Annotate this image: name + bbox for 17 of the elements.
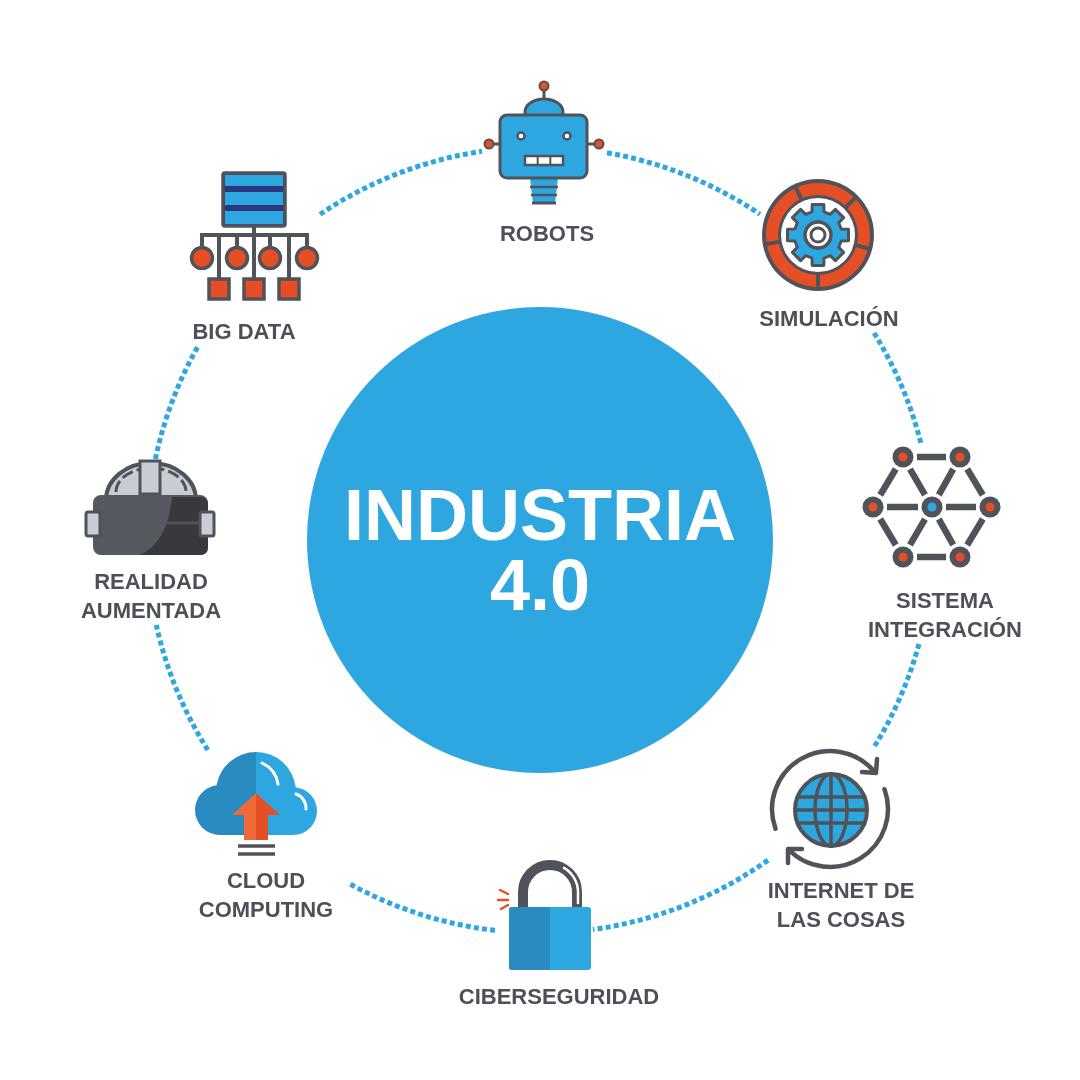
dotted-connector [346,880,496,933]
hub-title: INDUSTRIA 4.0 [343,480,737,620]
node-label: BIG DATA [192,318,296,346]
dotted-connector [318,148,483,217]
node-label: INTERNET DE LAS COSAS [766,877,916,934]
node-label: CLOUD COMPUTING [197,867,335,924]
dotted-connector [871,643,922,749]
node-label: SIMULACIÓN [759,305,899,333]
node-label: REALIDAD AUMENTADA [79,568,223,625]
node-label: SISTEMA INTEGRACIÓN [867,587,1023,644]
dotted-connector [606,150,762,217]
dotted-connector [871,331,924,445]
dotted-connector [153,624,210,752]
node-label: ROBOTS [499,220,595,248]
dotted-connector [592,857,770,932]
node-label: CIBERSEGURIDAD [458,983,660,1011]
dotted-connector [152,344,201,460]
